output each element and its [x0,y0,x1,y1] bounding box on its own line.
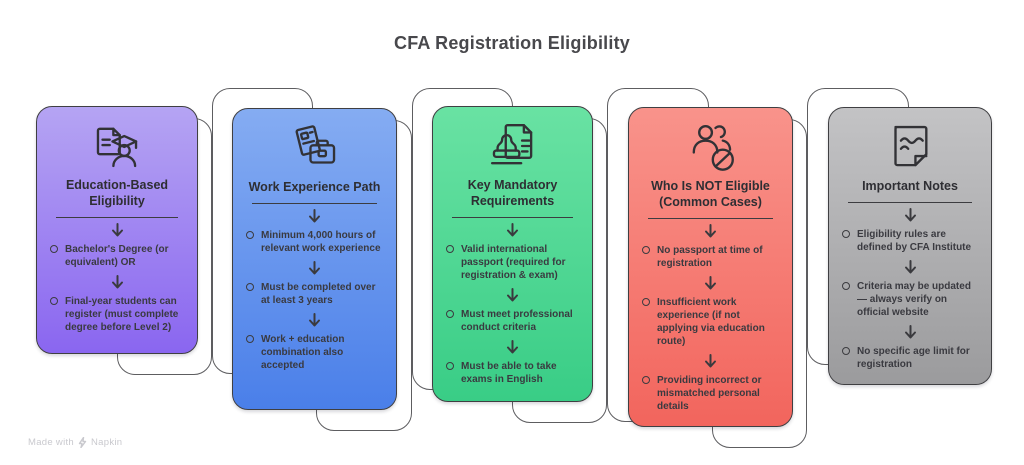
graduate-document-icon [88,120,146,172]
list-item: Must be able to take exams in English [446,360,579,386]
list-item: Final-year students can register (must c… [50,295,184,334]
circle-bullet-icon [842,347,850,355]
bullet-list: Minimum 4,000 hours of relevant work exp… [244,226,385,375]
circle-bullet-icon [642,376,650,384]
napkin-watermark: Made with Napkin [28,437,122,448]
down-arrow-icon [505,339,520,356]
watermark-brand: Napkin [91,437,123,448]
down-arrow-icon [903,324,918,341]
bullet-list: Valid international passport (required f… [444,240,581,389]
list-item: Valid international passport (required f… [446,243,579,282]
bullet-list: Eligibility rules are defined by CFA Ins… [840,225,980,374]
sticky-note-icon [881,121,939,173]
circle-bullet-icon [842,282,850,290]
card-work-experience: Work Experience Path Minimum 4,000 hours… [232,108,397,410]
list-item: Must meet professional conduct criteria [446,308,579,334]
list-item: Minimum 4,000 hours of relevant work exp… [246,229,383,255]
card-title: Key Mandatory Requirements [467,178,558,208]
card-title: Who Is NOT Eligible (Common Cases) [651,179,770,209]
list-item: Bachelor's Degree (or equivalent) OR [50,243,184,269]
divider [452,217,573,218]
list-item: Must be completed over at least 3 years [246,281,383,307]
divider [252,203,377,204]
down-arrow-icon [703,275,718,292]
down-arrow-icon [110,222,125,239]
card-important-notes: Important Notes Eligibility rules are de… [828,107,992,385]
list-item: No specific age limit for registration [842,345,978,371]
circle-bullet-icon [246,335,254,343]
documents-briefcase-icon [286,122,344,174]
down-arrow-icon [307,260,322,277]
divider [648,218,773,219]
stamp-document-icon [484,120,542,172]
list-item: Providing incorrect or mismatched person… [642,374,779,413]
circle-bullet-icon [842,230,850,238]
bullet-list: No passport at time of registration Insu… [640,241,781,416]
down-arrow-icon [505,222,520,239]
down-arrow-icon [703,223,718,240]
circle-bullet-icon [446,362,454,370]
bullet-list: Bachelor's Degree (or equivalent) OR Fin… [48,240,186,337]
card-education-eligibility: Education-Based Eligibility Bachelor's D… [36,106,198,354]
card-mandatory-requirements: Key Mandatory Requirements Valid interna… [432,106,593,402]
napkin-logo-icon [78,437,87,448]
divider [848,202,972,203]
list-item: Criteria may be updated — always verify … [842,280,978,319]
divider [56,217,178,218]
circle-bullet-icon [50,297,58,305]
down-arrow-icon [307,208,322,225]
list-item: Work + education combination also accept… [246,333,383,372]
down-arrow-icon [307,312,322,329]
diagram-title: CFA Registration Eligibility [394,33,630,53]
list-item: Eligibility rules are defined by CFA Ins… [842,228,978,254]
circle-bullet-icon [446,245,454,253]
circle-bullet-icon [642,298,650,306]
circle-bullet-icon [246,231,254,239]
card-title: Work Experience Path [248,180,381,194]
down-arrow-icon [903,207,918,224]
watermark-text: Made with [28,437,74,448]
down-arrow-icon [703,353,718,370]
down-arrow-icon [505,287,520,304]
down-arrow-icon [110,274,125,291]
circle-bullet-icon [246,283,254,291]
card-title: Important Notes [862,179,958,193]
circle-bullet-icon [446,310,454,318]
card-not-eligible: Who Is NOT Eligible (Common Cases) No pa… [628,107,793,427]
prohibited-users-icon [682,121,740,173]
list-item: No passport at time of registration [642,244,779,270]
circle-bullet-icon [642,246,650,254]
down-arrow-icon [903,259,918,276]
card-title: Education-Based Eligibility [65,178,169,208]
list-item: Insufficient work experience (if not app… [642,296,779,348]
circle-bullet-icon [50,245,58,253]
